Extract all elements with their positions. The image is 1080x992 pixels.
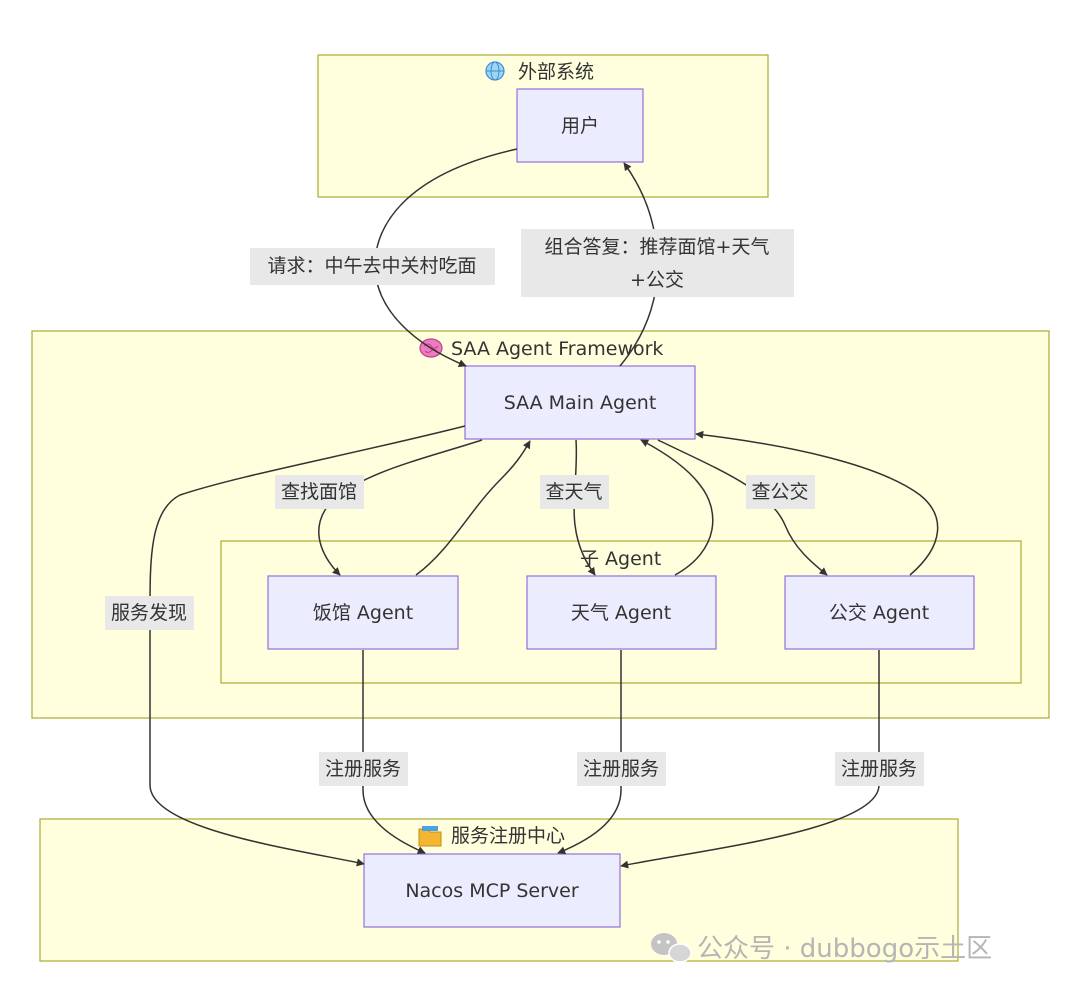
cluster-sub-title: 子 Agent [580,548,661,570]
cluster-external-title: 外部系统 [518,61,594,83]
edge-weather-return [640,439,714,576]
svg-text:饭馆 Agent: 饭馆 Agent [313,602,413,624]
watermark: 公众号 · dubbogo示土区 [651,933,992,964]
edge-check-weather [573,439,596,576]
label-check-weather: 查天气 [540,475,609,509]
edge-restaurant-return [415,440,531,576]
svg-text:查找面馆: 查找面馆 [281,481,357,503]
node-user: 用户 [516,88,644,163]
svg-text:+公交: +公交 [630,269,684,291]
globe-icon [485,61,505,81]
svg-text:组合答复：推荐面馆+天气: 组合答复：推荐面馆+天气 [545,236,770,258]
edge-register-restaurant [362,650,426,854]
label-find-restaurant: 查找面馆 [275,475,364,509]
node-main-agent: SAA Main Agent [464,365,696,440]
svg-text:查公交: 查公交 [751,481,808,503]
cluster-registry-title: 服务注册中心 [451,825,565,847]
svg-text:注册服务: 注册服务 [325,758,401,780]
svg-text:请求：中午去中关村吃面: 请求：中午去中关村吃面 [267,255,476,277]
svg-text:注册服务: 注册服务 [583,758,659,780]
svg-text:服务发现: 服务发现 [111,602,187,624]
svg-text:查天气: 查天气 [545,481,602,503]
wechat-icon [651,933,692,963]
edge-register-weather [557,650,622,854]
node-nacos: Nacos MCP Server [363,853,621,928]
label-register-3: 注册服务 [835,752,924,786]
label-register-1: 注册服务 [319,752,408,786]
svg-text:公交 Agent: 公交 Agent [829,602,929,624]
edge-check-bus [657,439,828,576]
node-weather-agent: 天气 Agent [526,575,717,650]
label-register-2: 注册服务 [577,752,666,786]
node-restaurant-agent: 饭馆 Agent [267,575,459,650]
svg-text:用户: 用户 [561,115,599,137]
label-reply: 组合答复：推荐面馆+天气 +公交 [521,229,794,297]
label-check-bus: 查公交 [746,475,815,509]
label-service-discovery: 服务发现 [105,596,194,630]
svg-text:Nacos MCP Server: Nacos MCP Server [405,880,579,902]
svg-text:SAA Main Agent: SAA Main Agent [504,392,657,414]
watermark-text: 公众号 · dubbogo示土区 [697,934,992,964]
folder-icon [418,826,442,847]
label-request: 请求：中午去中关村吃面 [250,248,495,285]
cluster-external: 外部系统 [317,54,769,198]
edge-register-bus [620,650,880,869]
cluster-framework-title: SAA Agent Framework [451,338,663,360]
edge-bus-return [695,430,939,576]
node-bus-agent: 公交 Agent [784,575,975,650]
svg-text:天气 Agent: 天气 Agent [571,602,671,624]
svg-text:注册服务: 注册服务 [841,758,917,780]
